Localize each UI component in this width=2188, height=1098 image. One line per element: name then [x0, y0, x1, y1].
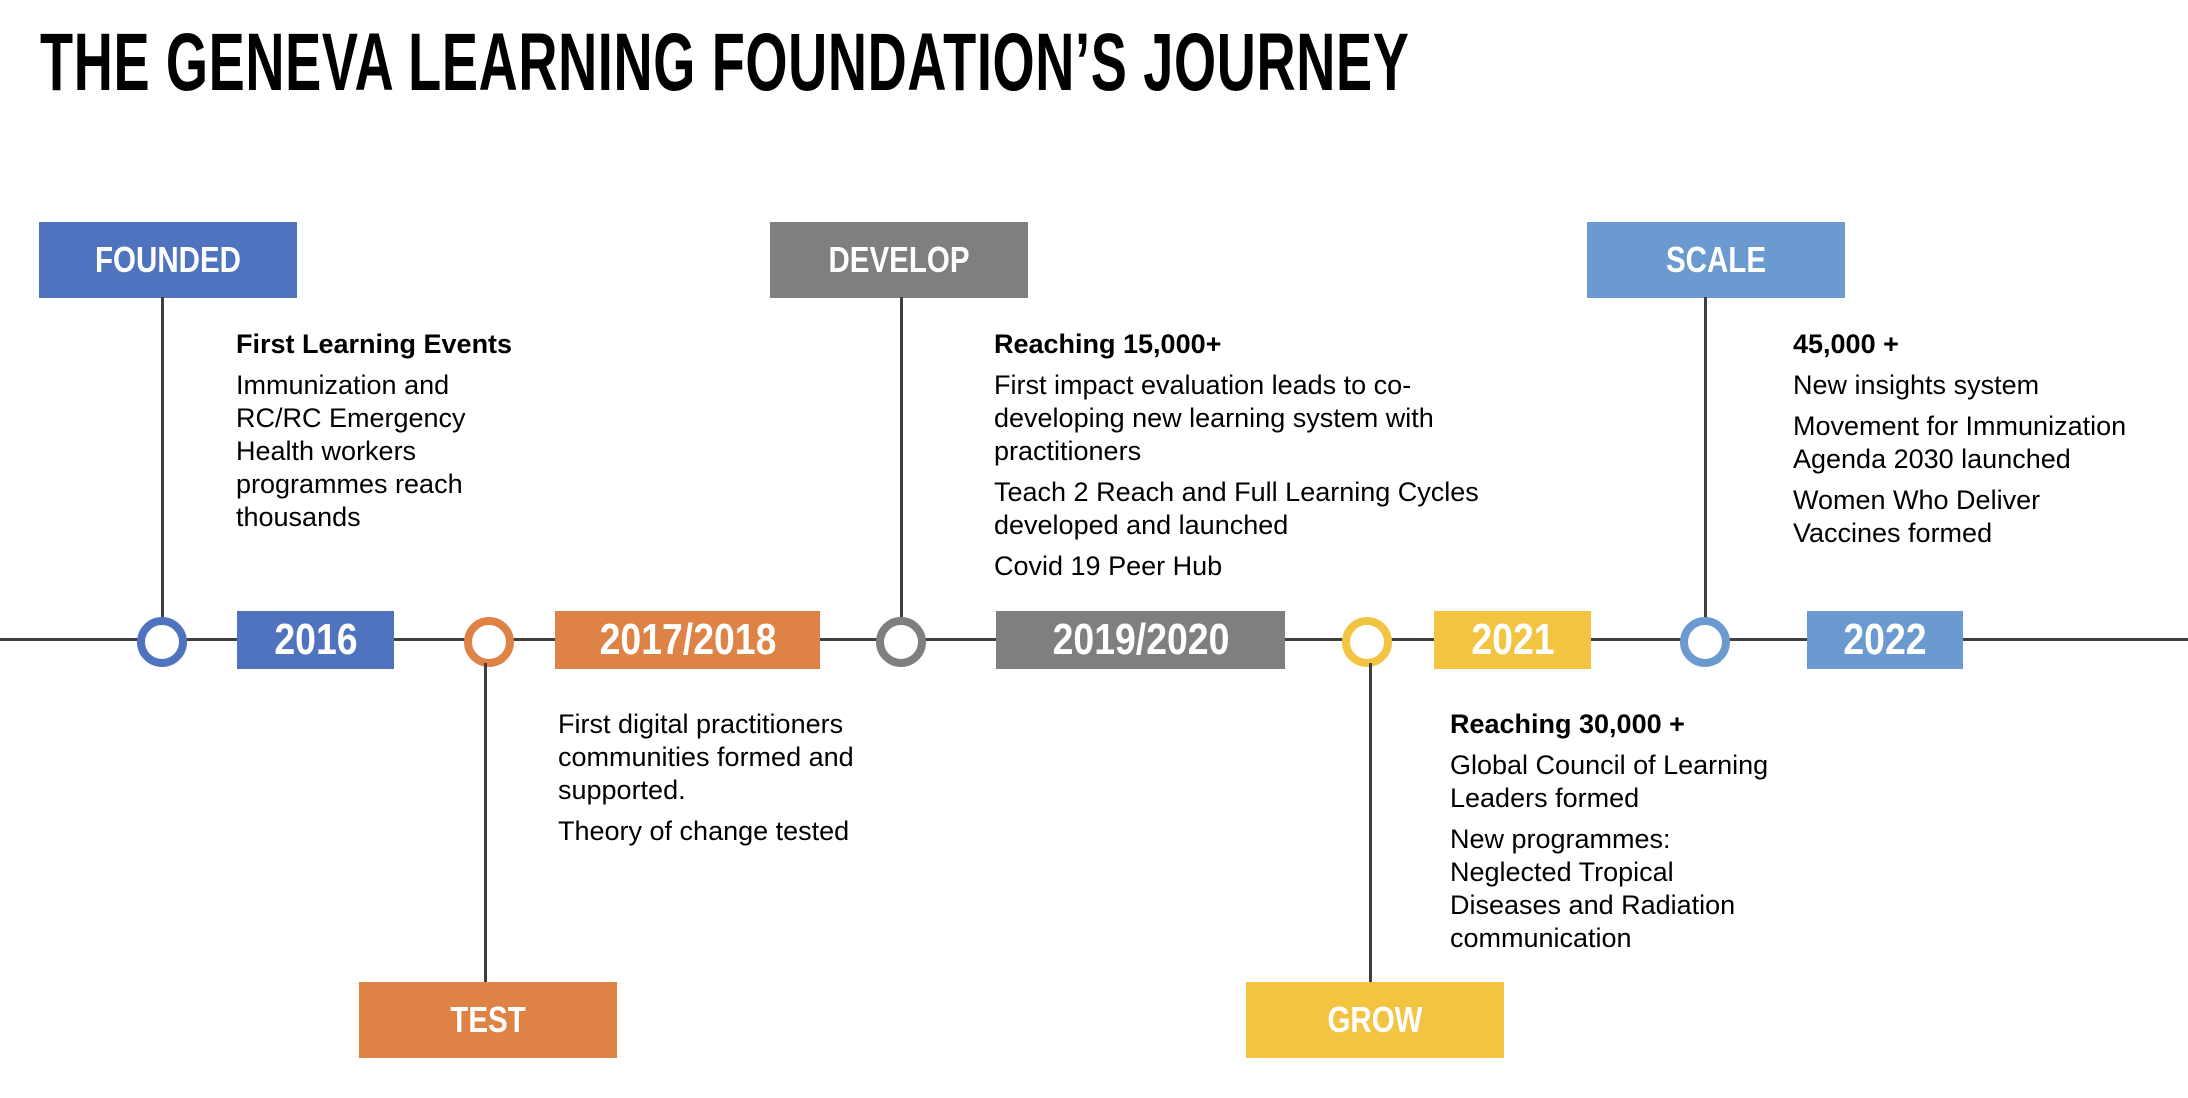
year-badge-2016: 2016 [237, 611, 394, 669]
note-heading: First Learning Events [236, 329, 513, 359]
note-paragraph: Teach 2 Reach and Full Learning Cycles d… [994, 477, 1479, 540]
note-paragraph: Covid 19 Peer Hub [994, 551, 1223, 581]
note-paragraph: Immunization and RC/RC Emergency Health … [236, 370, 466, 532]
note-paragraph: Women Who Deliver Vaccines formed [1793, 485, 2041, 548]
note-paragraph: First impact evaluation leads to co-deve… [994, 370, 1434, 466]
note-heading: 45,000 + [1793, 329, 1899, 359]
note-heading: Reaching 30,000 + [1450, 709, 1685, 739]
year-badge-2017-2018: 2017/2018 [555, 611, 820, 669]
milestone-note-develop: Reaching 15,000+ First impact evaluation… [994, 328, 1534, 591]
note-paragraph: Movement for Immunization Agenda 2030 la… [1793, 411, 2127, 474]
timeline-node-icon [1342, 617, 1392, 667]
year-badge-2019-2020: 2019/2020 [996, 611, 1285, 669]
milestone-note-grow: Reaching 30,000 + Global Council of Lear… [1450, 708, 1810, 963]
connector-scale [1704, 297, 1707, 622]
year-badge-2021: 2021 [1434, 611, 1591, 669]
phase-label-develop: DEVELOP [770, 222, 1028, 298]
connector-grow [1369, 663, 1372, 982]
connector-founded [161, 297, 164, 627]
timeline-node-icon [464, 617, 514, 667]
phase-label-founded: FOUNDED [39, 222, 297, 298]
phase-label-grow: GROW [1246, 982, 1504, 1058]
milestone-note-test: First digital practitioners communities … [558, 708, 903, 856]
milestone-note-scale: 45,000 + New insights system Movement fo… [1793, 328, 2173, 558]
connector-develop [900, 297, 903, 622]
page-title: THE GENEVA LEARNING FOUNDATION’S JOURNEY [40, 17, 1410, 108]
timeline-node-icon [876, 617, 926, 667]
phase-label-test: TEST [359, 982, 617, 1058]
phase-label-scale: SCALE [1587, 222, 1845, 298]
note-heading: Reaching 15,000+ [994, 329, 1222, 359]
timeline-node-icon [137, 617, 187, 667]
note-paragraph: Global Council of Learning Leaders forme… [1450, 750, 1769, 813]
note-paragraph: New insights system [1793, 370, 2040, 400]
timeline-node-icon [1680, 617, 1730, 667]
note-paragraph: First digital practitioners communities … [558, 709, 854, 805]
note-paragraph: New programmes: Neglected Tropical Disea… [1450, 824, 1736, 953]
year-badge-2022: 2022 [1807, 611, 1963, 669]
milestone-note-founded: First Learning Events Immunization and R… [236, 328, 536, 542]
connector-test [484, 663, 487, 982]
note-paragraph: Theory of change tested [558, 816, 850, 846]
